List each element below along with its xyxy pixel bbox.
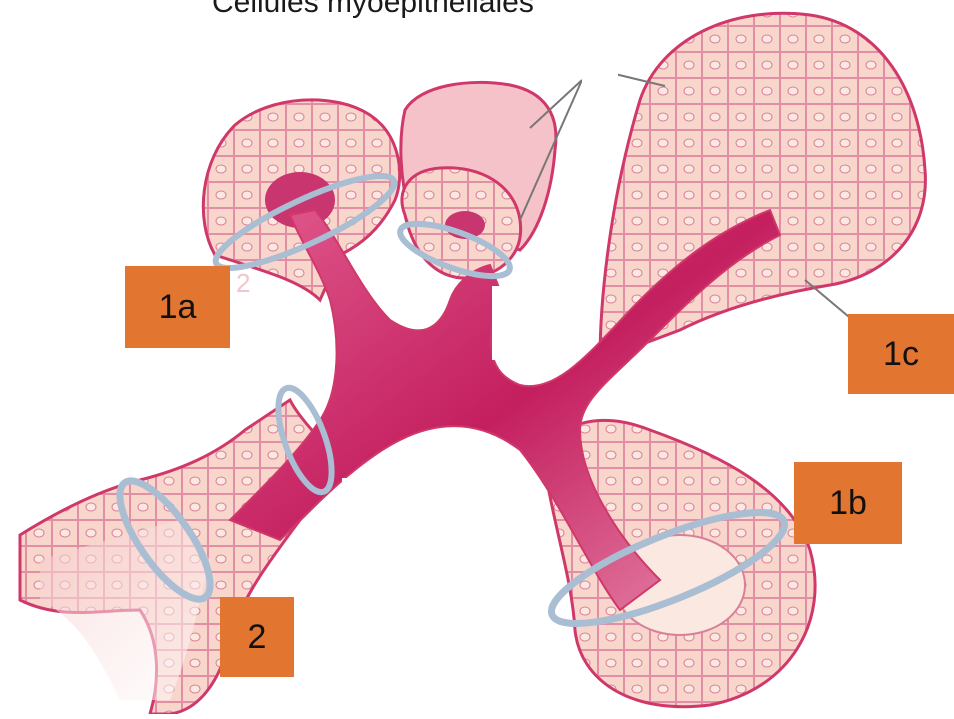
label-2: 2 — [220, 597, 294, 677]
diagram-title: Cellules myoépithéliales — [212, 0, 534, 20]
label-1a: 1a — [125, 266, 230, 348]
faint-number-2: 2 — [236, 268, 250, 298]
label-1c: 1c — [848, 314, 954, 394]
label-1b: 1b — [794, 462, 902, 544]
label-mask-top — [582, 40, 618, 110]
label-mask — [342, 478, 382, 516]
white-notch — [492, 286, 540, 360]
